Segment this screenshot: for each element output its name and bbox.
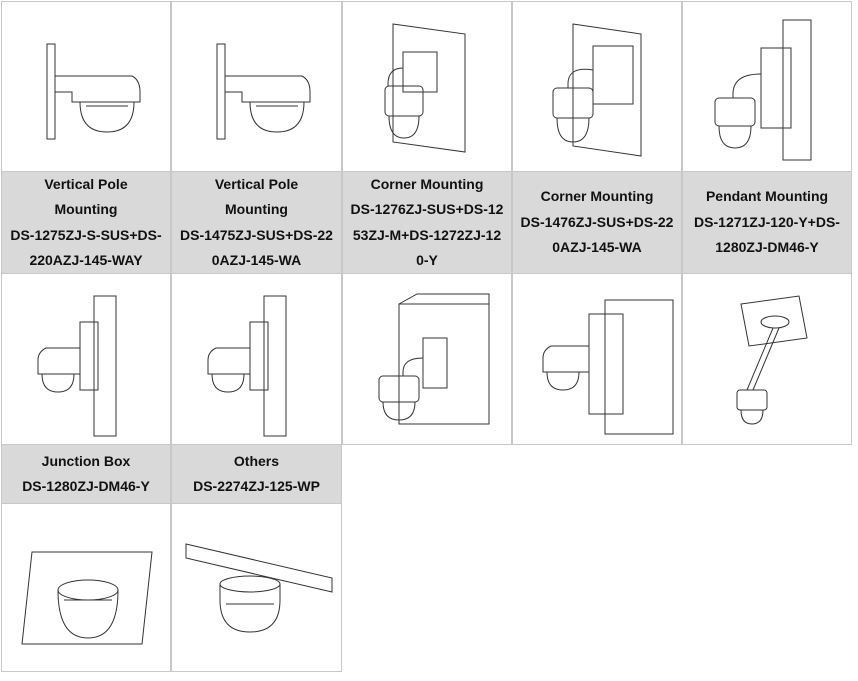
caption-line: 1280ZJ-DM46-Y <box>715 239 819 256</box>
image-cell <box>342 1 512 172</box>
wall-mount-dome-box-icon <box>513 274 683 446</box>
image-cell <box>682 1 852 172</box>
caption-line: Junction Box <box>41 452 131 469</box>
caption-line: DS-1271ZJ-120-Y+DS- <box>694 213 840 230</box>
caption-line: Corner Mounting <box>370 175 484 192</box>
caption-line: Pendant Mounting <box>705 188 829 205</box>
wall-mount-dome-icon <box>2 2 172 173</box>
caption-line: Vertical Pole <box>214 175 299 192</box>
caption-line: DS-1275ZJ-S-SUS+DS- <box>10 226 162 243</box>
caption-line: 220AZJ-145-WAY <box>29 252 143 268</box>
image-cell <box>512 1 682 172</box>
caption-cell: Vertical Pole Mounting DS-1475ZJ-SUS+DS-… <box>171 172 342 273</box>
caption-line: DS-1276ZJ-SUS+DS-12 <box>350 201 504 217</box>
pole-mount-dome-icon <box>2 274 172 446</box>
caption-line: 0AZJ-145-WA <box>552 239 642 256</box>
caption-line: DS-1475ZJ-SUS+DS-22 <box>180 226 333 243</box>
caption-cell: Others DS-2274ZJ-125-WP <box>171 445 342 503</box>
image-cell <box>171 503 342 672</box>
pole-mount-dome-icon <box>172 504 343 673</box>
caption-cell: Junction Box DS-1280ZJ-DM46-Y <box>1 445 171 503</box>
image-cell <box>342 273 512 445</box>
image-cell <box>682 273 852 445</box>
caption-cell: Pendant Mounting DS-1271ZJ-120-Y+DS- 128… <box>682 172 852 273</box>
wall-mount-dome-icon <box>172 2 343 173</box>
caption-line: Vertical Pole <box>44 175 128 192</box>
caption-line: Others <box>233 452 280 469</box>
image-cell <box>171 1 342 172</box>
wall-mount-dome-box-icon <box>513 2 683 173</box>
pole-mount-dome-icon <box>683 2 853 173</box>
caption-line: 0AZJ-145-WA <box>211 252 302 268</box>
image-cell <box>512 273 682 445</box>
caption-line: Corner Mounting <box>540 188 654 205</box>
pole-mount-dome-icon <box>172 274 343 446</box>
caption-cell: Corner Mounting DS-1276ZJ-SUS+DS-12 53ZJ… <box>342 172 512 273</box>
image-cell <box>1 1 171 172</box>
caption-cell: Corner Mounting DS-1476ZJ-SUS+DS-22 0AZJ… <box>512 172 682 273</box>
caption-cell: Vertical Pole Mounting DS-1275ZJ-S-SUS+D… <box>1 172 171 273</box>
caption-line: DS-1280ZJ-DM46-Y <box>22 478 150 494</box>
caption-line: 0-Y <box>416 252 438 268</box>
caption-line: Mounting <box>54 201 118 217</box>
image-cell <box>1 273 171 445</box>
caption-line: DS-2274ZJ-125-WP <box>193 478 320 494</box>
wall-mount-dome-box-icon <box>343 274 513 446</box>
caption-line: 53ZJ-M+DS-1272ZJ-12 <box>352 226 502 243</box>
wall-mount-dome-box-icon <box>343 2 513 173</box>
pole-mount-dome-icon <box>683 274 853 446</box>
caption-line: Mounting <box>225 201 288 217</box>
pole-mount-dome-icon <box>2 504 172 673</box>
image-cell <box>171 273 342 445</box>
caption-line: DS-1476ZJ-SUS+DS-22 <box>520 213 674 230</box>
image-cell <box>1 503 171 672</box>
